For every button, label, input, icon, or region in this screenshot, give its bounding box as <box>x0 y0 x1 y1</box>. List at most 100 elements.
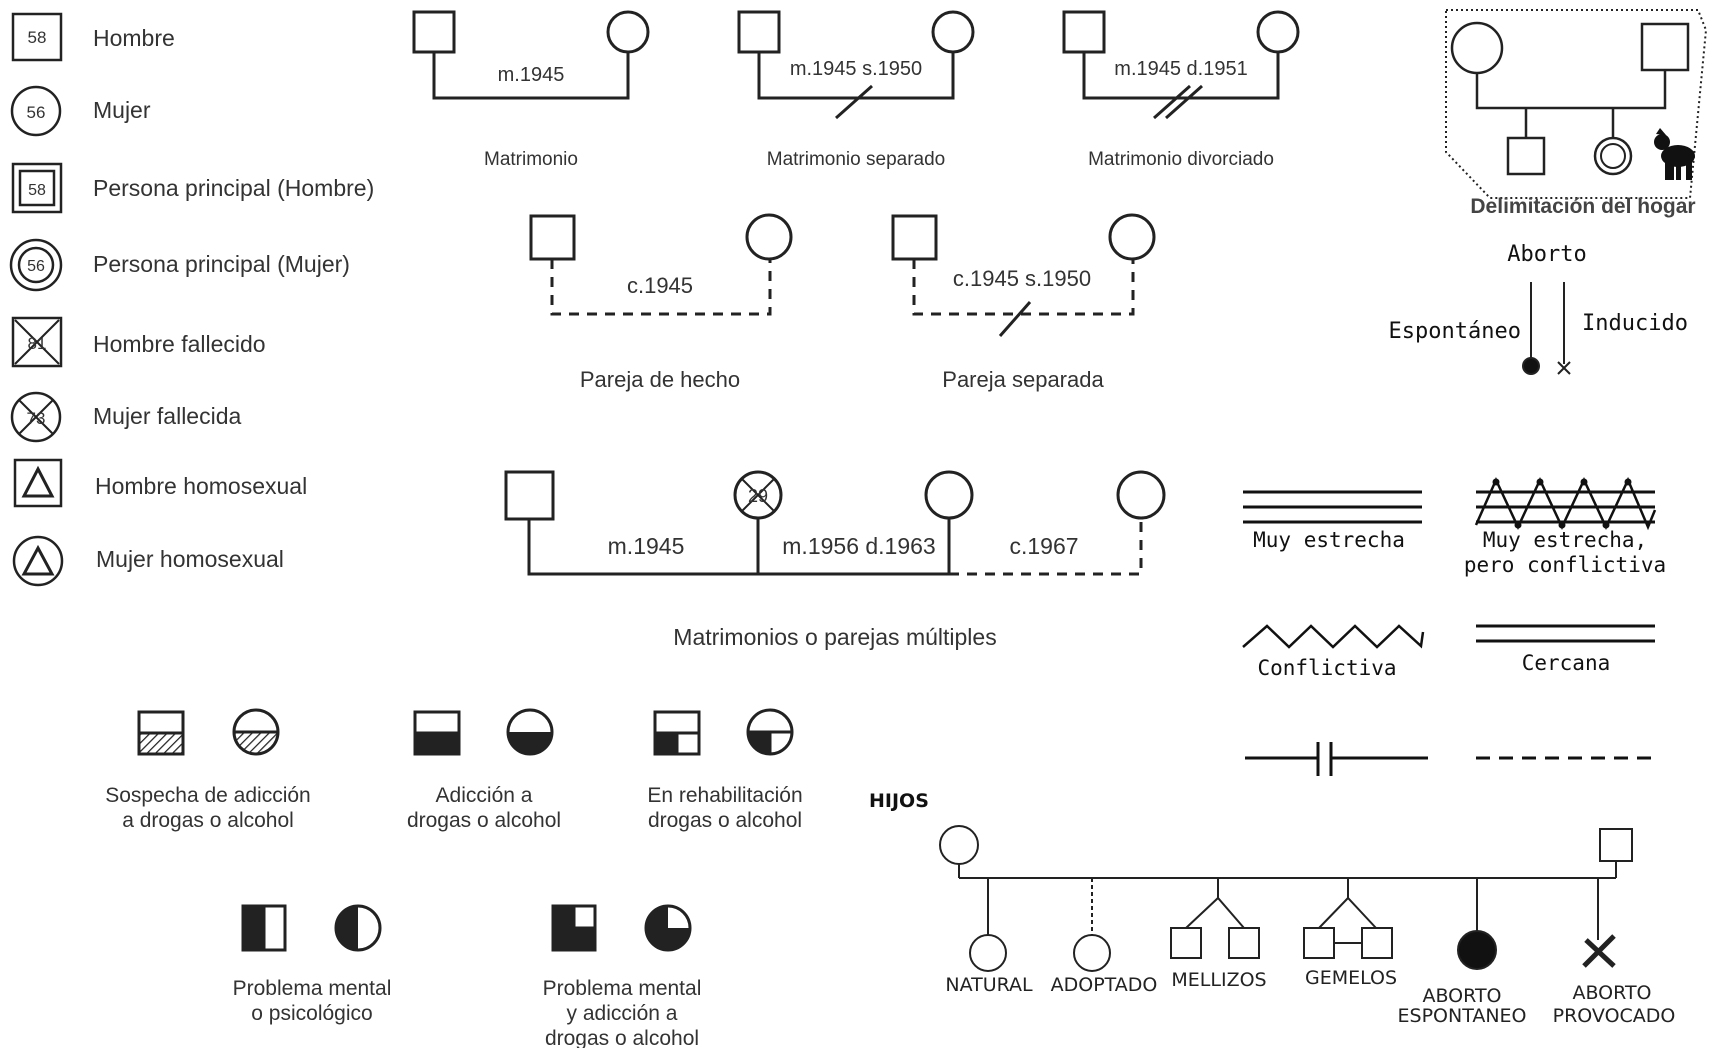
female-symbol <box>1116 470 1166 520</box>
children-heading: HIJOS <box>869 790 929 812</box>
legend-female: 56 Mujer <box>10 85 151 137</box>
divorced-marriage-example <box>1062 10 1300 120</box>
female-symbol <box>606 10 650 54</box>
marriage-line <box>1082 52 1280 100</box>
multiple-segment-1: m.1945 <box>608 533 685 559</box>
divorced-marriage-caption: Matrimonio divorciado <box>1088 149 1274 170</box>
common-law-line <box>949 518 1143 576</box>
mental-addiction-caption-1: Problema mental <box>543 977 702 1000</box>
fraternal-twins-label: MELLIZOS <box>1171 969 1266 991</box>
mental-problem-symbols <box>241 904 382 952</box>
children-diagram <box>939 825 1633 972</box>
legend-label-deceased-male: Hombre fallecido <box>93 331 266 357</box>
addiction-symbols <box>413 708 554 756</box>
male-age: 58 <box>28 28 47 47</box>
close-label: Cercana <box>1522 651 1611 675</box>
separated-common-law-caption: Pareja separada <box>942 367 1104 392</box>
addiction-caption-2: drogas o alcohol <box>407 809 561 832</box>
conflict-close-dots <box>1492 478 1632 529</box>
mental-addiction-symbols <box>551 904 692 952</box>
separated-marriage-example <box>737 10 975 120</box>
mental-addiction-caption-3: drogas o alcohol <box>545 1027 699 1048</box>
fraternal-twin-symbol <box>1170 927 1202 959</box>
marriage-date: m.1945 <box>498 64 565 86</box>
index-male-age: 58 <box>28 182 46 199</box>
marriage-line <box>432 52 630 100</box>
common-law-caption: Pareja de hecho <box>580 367 740 392</box>
conflict-close-label-2: pero conflictiva <box>1464 553 1666 577</box>
female-symbol <box>334 904 382 952</box>
conflictive-label: Conflictiva <box>1257 656 1396 680</box>
identical-twin-symbol <box>1361 927 1393 959</box>
female-symbol <box>939 825 979 865</box>
marriage-line <box>757 52 955 100</box>
mental-addiction-caption-2: y adicción a <box>567 1002 678 1025</box>
legend-index-male: 58 Persona principal (Hombre) <box>11 162 374 214</box>
index-female-age: 56 <box>27 258 45 275</box>
suspected-addiction-caption-2: a drogas o alcohol <box>122 809 294 832</box>
induced-cross <box>1557 361 1571 375</box>
male-symbol <box>412 10 456 54</box>
household-caption: Delimitación del hogar <box>1470 195 1695 218</box>
male-symbol <box>737 10 781 54</box>
gay-female-symbol <box>12 535 64 587</box>
legend-label-index-male: Persona principal (Hombre) <box>93 175 374 201</box>
multiple-segment-2: m.1956 d.1963 <box>782 533 935 559</box>
female-age: 56 <box>27 103 46 122</box>
separation-slash <box>998 301 1032 337</box>
rehabilitation-symbols <box>653 708 794 756</box>
spontaneous-abortion-symbol <box>1457 930 1497 970</box>
abortion-induced-label: Inducido <box>1582 311 1688 336</box>
conflict-close-label-1: Muy estrecha, <box>1483 528 1647 552</box>
male-symbol <box>1506 136 1546 176</box>
identical-twins-label: GEMELOS <box>1305 967 1397 989</box>
abortion-spontaneous-label: Espontáneo <box>1389 319 1521 344</box>
rehabilitation-caption-2: drogas o alcohol <box>648 809 802 832</box>
divorced-marriage-date: m.1945 d.1951 <box>1114 58 1247 80</box>
induced-abortion-label-2: PROVOCADO <box>1553 1005 1676 1027</box>
household-boundary <box>1445 9 1708 199</box>
multiple-caption: Matrimonios o parejas múltiples <box>673 624 996 650</box>
deceased-female-age: 29 <box>748 486 768 506</box>
common-law-example <box>529 213 793 316</box>
female-symbol <box>745 213 793 261</box>
legend-deceased-male: 81 Hombre fallecido <box>11 316 266 368</box>
male-symbol <box>1640 22 1690 72</box>
female-symbol <box>644 904 692 952</box>
mental-problem-caption-1: Problema mental <box>233 977 392 1000</box>
multiple-segment-3: c.1967 <box>1009 533 1078 559</box>
common-law-date: c.1945 <box>627 273 693 298</box>
deceased-male-age: 81 <box>28 334 47 353</box>
legend-gay-male: Hombre homosexual <box>13 458 307 508</box>
triangle-icon <box>21 544 55 576</box>
suspected-addiction-symbols <box>137 708 280 756</box>
separated-common-law-date: c.1945 s.1950 <box>953 266 1091 291</box>
female-symbol <box>10 85 62 137</box>
legend-label-gay-male: Hombre homosexual <box>95 473 307 499</box>
dog-icon <box>1654 128 1695 180</box>
divorce-slash <box>1165 84 1203 120</box>
divorce-slash <box>1153 84 1191 120</box>
induced-abortion-label-1: ABORTO <box>1572 982 1651 1004</box>
rehabilitation-caption-1: En rehabilitación <box>647 784 802 807</box>
addiction-caption-1: Adicción a <box>436 784 533 807</box>
legend-male: 58 Hombre <box>11 12 175 62</box>
spontaneous-abortion-label-1: ABORTO <box>1422 985 1501 1007</box>
household-example <box>1445 9 1708 199</box>
triangle-icon <box>21 465 55 498</box>
female-symbol <box>1108 213 1156 261</box>
abortion-symbols <box>1522 282 1571 375</box>
legend-label-male: Hombre <box>93 25 175 51</box>
common-law-line <box>912 259 1135 316</box>
relationship-lines <box>1242 476 1657 776</box>
male-symbol <box>529 214 576 261</box>
adopted-child-symbol <box>1073 934 1111 972</box>
female-symbol <box>506 708 554 756</box>
mental-problem-caption-2: o psicológico <box>251 1002 372 1025</box>
separation-slash <box>835 84 873 120</box>
legend-label-female: Mujer <box>93 97 151 123</box>
natural-child-symbol <box>969 934 1007 972</box>
female-symbol <box>1256 10 1300 54</box>
marriage-caption: Matrimonio <box>484 149 578 170</box>
very-close-label: Muy estrecha <box>1253 528 1405 552</box>
